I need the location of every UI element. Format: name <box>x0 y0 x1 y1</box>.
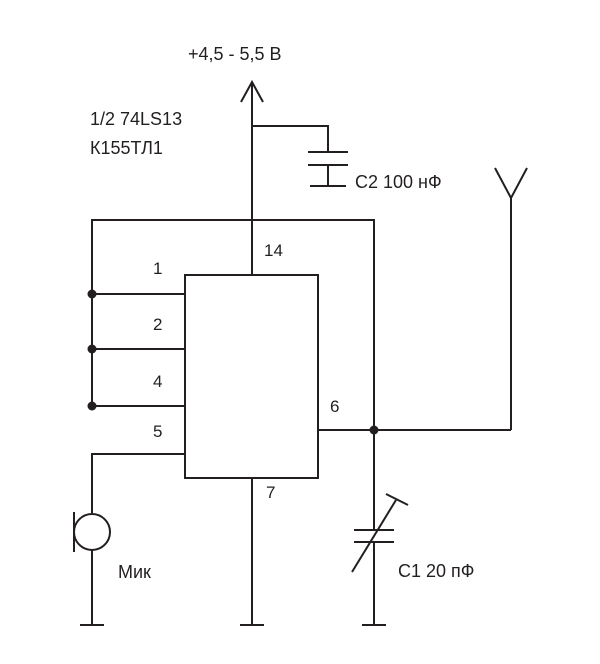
microphone-label: Мик <box>118 562 151 582</box>
pin-5-label: 5 <box>153 422 162 441</box>
pin-7-label: 7 <box>266 483 275 502</box>
junction-dot <box>87 401 97 411</box>
pin-1-label: 1 <box>153 259 162 278</box>
capacitor-c2-label: С2 100 нФ <box>355 172 442 192</box>
pin-2-label: 2 <box>153 315 162 334</box>
supply-bus-wire <box>91 219 375 430</box>
pin-4-label: 4 <box>153 372 162 391</box>
antenna-icon <box>494 167 528 430</box>
junction-dot <box>87 344 97 354</box>
microphone-icon <box>73 512 111 626</box>
ic-body <box>184 274 319 479</box>
supply-voltage-label: +4,5 - 5,5 В <box>188 44 282 64</box>
chip-part-number-alt: К155ТЛ1 <box>90 138 163 158</box>
trimmer-capacitor-c1 <box>351 430 409 626</box>
chip-part-number: 1/2 74LS13 <box>90 109 182 129</box>
junction-dot <box>87 289 97 299</box>
capacitor-c1-label: С1 20 пФ <box>398 561 474 581</box>
pin-6-label: 6 <box>330 397 339 416</box>
supply-terminal <box>240 79 264 275</box>
ground-wire <box>240 478 264 626</box>
pin5-wire <box>91 453 185 513</box>
capacitor-c2 <box>252 125 348 187</box>
pin-14-label: 14 <box>264 241 283 260</box>
